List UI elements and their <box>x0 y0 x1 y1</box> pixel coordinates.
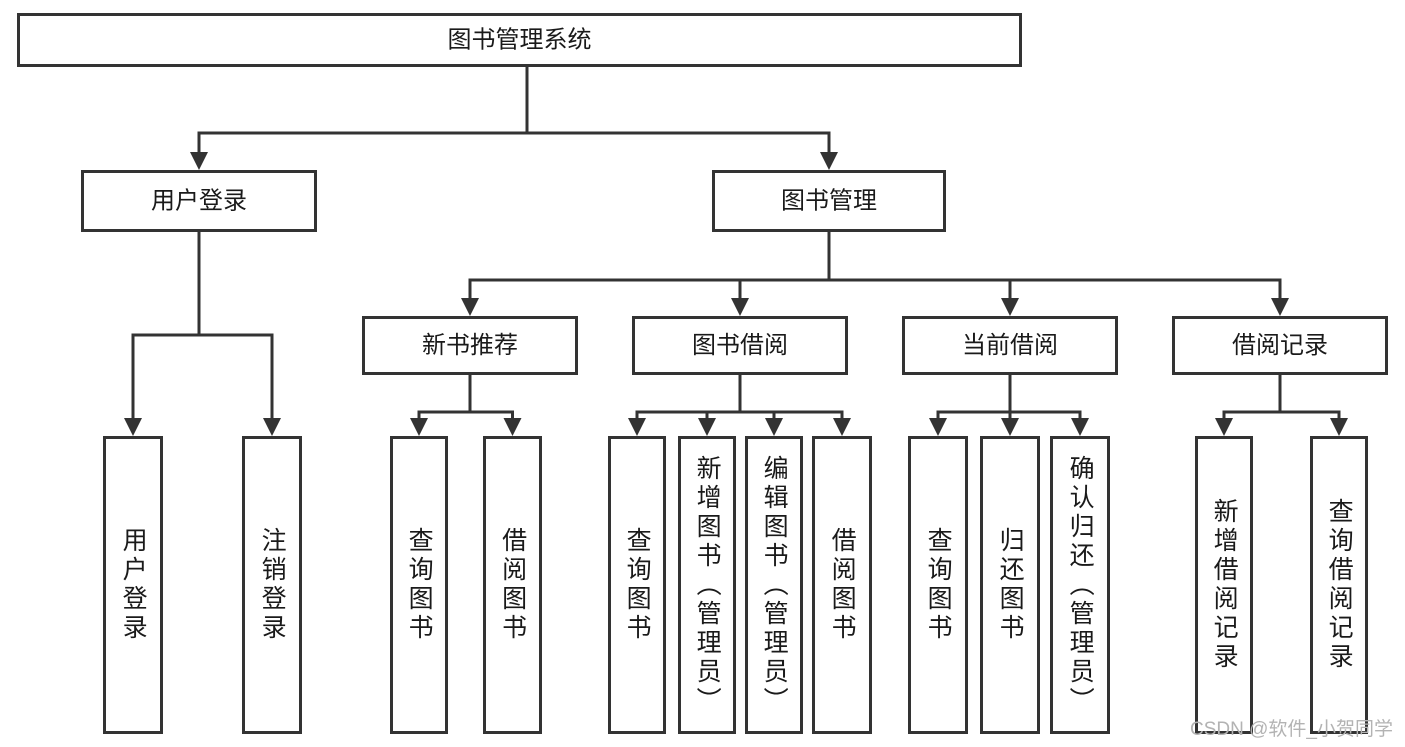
arrow-to-leaf-query-book-2 <box>628 418 646 436</box>
node-box-leaf-query-book-2[interactable] <box>608 436 666 734</box>
node-box-leaf-query-book-1[interactable] <box>390 436 448 734</box>
arrow-to-leaf-return-book <box>1001 418 1019 436</box>
node-box-new-book-recommend[interactable] <box>362 316 578 375</box>
node-box-leaf-add-book[interactable] <box>678 436 736 734</box>
node-label-current-borrow: 当前借阅 <box>962 332 1058 359</box>
arrow-to-book-borrow <box>731 298 749 316</box>
node-label-book-borrow: 图书借阅 <box>692 332 788 359</box>
arrow-to-leaf-add-record <box>1215 418 1233 436</box>
arrow-to-leaf-edit-book <box>765 418 783 436</box>
arrow-to-leaf-user-login <box>124 418 142 436</box>
arrow-to-user-login <box>190 152 208 170</box>
node-box-user-login[interactable] <box>81 170 317 232</box>
node-box-leaf-query-book-3[interactable] <box>908 436 968 734</box>
node-box-leaf-user-login[interactable] <box>103 436 163 734</box>
arrow-to-leaf-add-book <box>698 418 716 436</box>
arrow-to-borrow-records <box>1271 298 1289 316</box>
node-box-book-management[interactable] <box>712 170 946 232</box>
node-box-book-borrow[interactable] <box>632 316 848 375</box>
arrow-to-leaf-borrow-book-2 <box>833 418 851 436</box>
node-box-root[interactable] <box>17 13 1022 67</box>
node-box-leaf-add-record[interactable] <box>1195 436 1253 734</box>
arrow-to-leaf-user-logout <box>263 418 281 436</box>
node-label-borrow-records: 借阅记录 <box>1232 332 1328 359</box>
node-box-leaf-user-logout[interactable] <box>242 436 302 734</box>
arrow-to-leaf-query-book-1 <box>410 418 428 436</box>
node-box-leaf-edit-book[interactable] <box>745 436 803 734</box>
node-box-leaf-borrow-book-1[interactable] <box>483 436 542 734</box>
node-box-leaf-borrow-book-2[interactable] <box>812 436 872 734</box>
node-box-leaf-confirm-return[interactable] <box>1050 436 1110 734</box>
arrow-to-leaf-confirm-return <box>1071 418 1089 436</box>
arrow-to-current-borrow <box>1001 298 1019 316</box>
node-box-leaf-query-record[interactable] <box>1310 436 1368 734</box>
node-label-user-login: 用户登录 <box>151 187 247 214</box>
connectors-layer <box>124 65 1348 436</box>
arrow-to-new-book-recommend <box>461 298 479 316</box>
node-label-root: 图书管理系统 <box>448 26 592 53</box>
node-label-book-management: 图书管理 <box>781 187 877 214</box>
node-box-leaf-return-book[interactable] <box>980 436 1040 734</box>
arrow-to-leaf-borrow-book-1 <box>503 418 522 436</box>
node-box-borrow-records[interactable] <box>1172 316 1388 375</box>
boxes-layer <box>17 13 1388 734</box>
csdn-watermark: CSDN @软件_小贺同学 <box>1190 719 1393 740</box>
arrow-to-leaf-query-record <box>1330 418 1348 436</box>
node-box-current-borrow[interactable] <box>902 316 1118 375</box>
node-label-new-book-recommend: 新书推荐 <box>422 332 518 359</box>
arrow-to-book-management <box>820 152 838 170</box>
arrow-to-leaf-query-book-3 <box>929 418 947 436</box>
